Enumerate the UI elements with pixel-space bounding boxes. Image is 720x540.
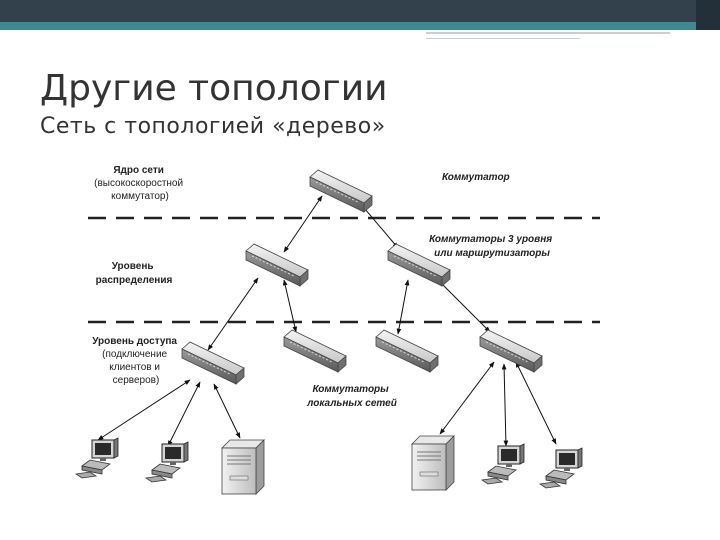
link-dist-right-access-right: [435, 277, 491, 333]
decor-line: [426, 38, 580, 39]
distribution-switch-left-icon: [245, 243, 309, 287]
link-dist-right-lan-right: [396, 279, 410, 335]
access-switch-right-icon: [479, 329, 543, 373]
level-label-access: Уровень доступа (подключение клиентов и …: [92, 336, 180, 386]
level-label-core: Ядро сети (высокоскоростной коммутатор): [94, 165, 186, 202]
core-switch-icon: [309, 169, 373, 213]
access-switch-left-icon: [181, 341, 245, 385]
link-core-dist-left: [283, 195, 323, 253]
link-access-pc2: [167, 381, 201, 447]
slide-subtitle: Сеть с топологией «дерево»: [40, 114, 386, 139]
client-pc-icon: [481, 443, 525, 485]
slide-accent-bar: [0, 22, 720, 30]
link-access-pc4: [515, 361, 557, 445]
client-pc-icon: [539, 447, 583, 489]
connections: [97, 195, 557, 447]
link-dist-left-lan-mid: [282, 279, 298, 333]
client-pc-icon: [145, 441, 189, 483]
slide-corner-block: [696, 0, 720, 30]
annotation-lan-switches: Коммутаторы локальных сетей: [306, 384, 397, 409]
slide-top-bar: [0, 0, 720, 22]
link-dist-left-access-left: [207, 277, 259, 351]
link-access-server1: [213, 383, 241, 439]
decor-line: [426, 32, 670, 34]
link-access-pc1: [97, 379, 191, 441]
link-access-server2: [439, 361, 495, 435]
slide-title: Другие топологии: [40, 68, 388, 109]
server-icon: [411, 435, 455, 491]
server-icon: [221, 439, 265, 495]
level-label-distribution: Уровень распределения: [96, 261, 173, 286]
annotation-layer3-switches: Коммутаторы 3 уровня или маршрутизаторы: [429, 234, 555, 259]
annotation-switch: Коммутатор: [442, 172, 510, 183]
lan-switch-left-icon: [283, 329, 347, 373]
client-pc-icon: [75, 437, 119, 479]
lan-switch-right-icon: [375, 329, 439, 373]
link-access-pc3: [501, 363, 509, 447]
